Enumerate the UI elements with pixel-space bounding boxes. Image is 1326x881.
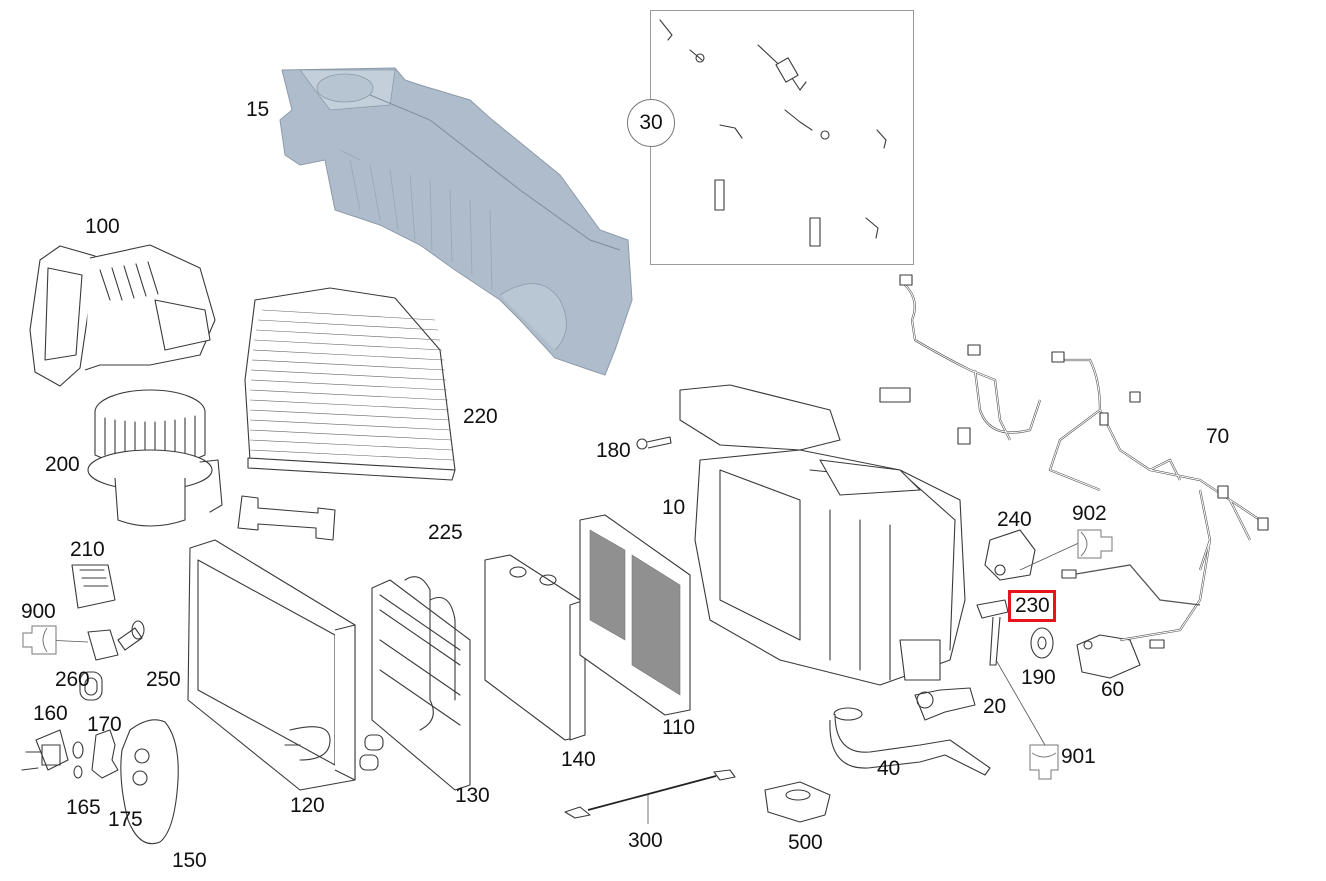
part-175-gasket-plate[interactable]: [91, 729, 119, 779]
part-240-actuator[interactable]: [984, 529, 1036, 581]
part-130-heater-core[interactable]: [359, 576, 471, 791]
part-260-grommet[interactable]: [79, 671, 103, 701]
callout-30-label: 30: [639, 111, 663, 134]
part-60-servo-motor[interactable]: [1076, 634, 1141, 679]
part-20-drain-elbow[interactable]: [914, 687, 976, 721]
callout-40[interactable]: 40: [877, 757, 900, 780]
callout-180[interactable]: 180: [596, 439, 631, 462]
connector-tag-900-icon: [22, 625, 57, 655]
part-10-hvac-housing[interactable]: [679, 384, 966, 686]
callout-200[interactable]: 200: [45, 453, 80, 476]
callout-60[interactable]: 60: [1101, 678, 1124, 701]
callout-100[interactable]: 100: [85, 215, 120, 238]
callout-175[interactable]: 175: [108, 808, 143, 831]
part-40-drain-hose[interactable]: [829, 707, 991, 776]
callout-70[interactable]: 70: [1206, 425, 1229, 448]
callout-120[interactable]: 120: [290, 794, 325, 817]
callout-140[interactable]: 140: [561, 748, 596, 771]
part-190-grommet[interactable]: [1030, 627, 1054, 659]
part-70-wiring-harness[interactable]: [879, 274, 1269, 649]
callout-225[interactable]: 225: [428, 521, 463, 544]
callout-110[interactable]: 110: [662, 716, 695, 739]
part-110-mesh-panel[interactable]: [579, 514, 691, 716]
connector-tag-902-icon: [1077, 529, 1113, 559]
callout-15[interactable]: 15: [246, 98, 269, 121]
part-170-o-ring[interactable]: [72, 741, 84, 759]
callout-902[interactable]: 902: [1072, 502, 1107, 525]
callout-230-highlighted[interactable]: 230: [1007, 590, 1057, 622]
part-180-screw[interactable]: [636, 436, 672, 450]
part-15-upper-housing[interactable]: [279, 67, 633, 376]
callout-901[interactable]: 901: [1061, 745, 1096, 768]
part-225-filter-bracket[interactable]: [237, 495, 336, 541]
callout-10[interactable]: 10: [662, 496, 685, 519]
part-150-evaporator-seal[interactable]: [120, 719, 179, 845]
part-220-cabin-filter[interactable]: [244, 287, 456, 481]
part-100-blower-housing[interactable]: [29, 244, 216, 387]
callout-160[interactable]: 160: [33, 702, 68, 725]
callout-20[interactable]: 20: [983, 695, 1006, 718]
part-160-expansion-valve[interactable]: [21, 729, 69, 771]
part-120-evaporator[interactable]: [187, 539, 356, 791]
part-200-blower-motor-fan[interactable]: [87, 389, 223, 527]
callout-500[interactable]: 500: [788, 831, 823, 854]
part-140-heat-exchanger[interactable]: [484, 554, 586, 741]
callout-210[interactable]: 210: [70, 538, 105, 561]
part-500-air-quality-sensor[interactable]: [764, 781, 831, 823]
part-230-temperature-sensor[interactable]: [976, 599, 1009, 666]
callout-900[interactable]: 900: [21, 600, 56, 623]
inset-box-group-30: [650, 10, 914, 265]
callout-220[interactable]: 220: [463, 405, 498, 428]
callout-165[interactable]: 165: [66, 796, 101, 819]
part-300-wire[interactable]: [564, 769, 736, 824]
connector-tag-901-icon: [1029, 744, 1059, 780]
callout-150[interactable]: 150: [172, 849, 207, 872]
part-165-o-ring[interactable]: [73, 765, 83, 779]
part-210-blower-regulator[interactable]: [71, 564, 116, 609]
callout-130[interactable]: 130: [455, 784, 490, 807]
callout-260[interactable]: 260: [55, 668, 90, 691]
callout-190[interactable]: 190: [1021, 666, 1056, 689]
callout-170[interactable]: 170: [87, 713, 122, 736]
callout-300[interactable]: 300: [628, 829, 663, 852]
callout-250[interactable]: 250: [146, 668, 181, 691]
callout-30[interactable]: 30: [627, 99, 675, 147]
part-250-sensor[interactable]: [87, 620, 145, 661]
callout-240[interactable]: 240: [997, 508, 1032, 531]
inset-30-parts[interactable]: [659, 19, 887, 247]
